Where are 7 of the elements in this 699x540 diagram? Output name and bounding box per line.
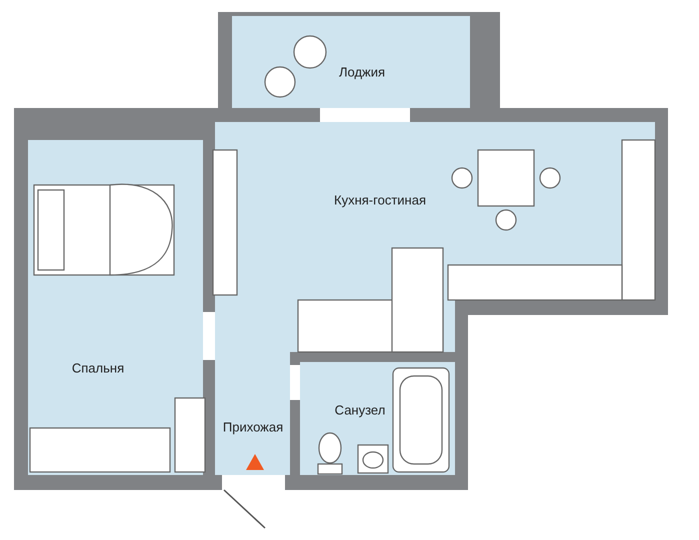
room-label: Санузел bbox=[334, 402, 386, 418]
room-label: Кухня-гостиная bbox=[334, 192, 426, 208]
room-floor bbox=[215, 352, 290, 475]
room-label: Прихожая bbox=[222, 420, 284, 434]
room-label: Спальня bbox=[72, 360, 124, 376]
room-label: Лоджия bbox=[338, 64, 386, 80]
room-floor bbox=[232, 16, 470, 108]
